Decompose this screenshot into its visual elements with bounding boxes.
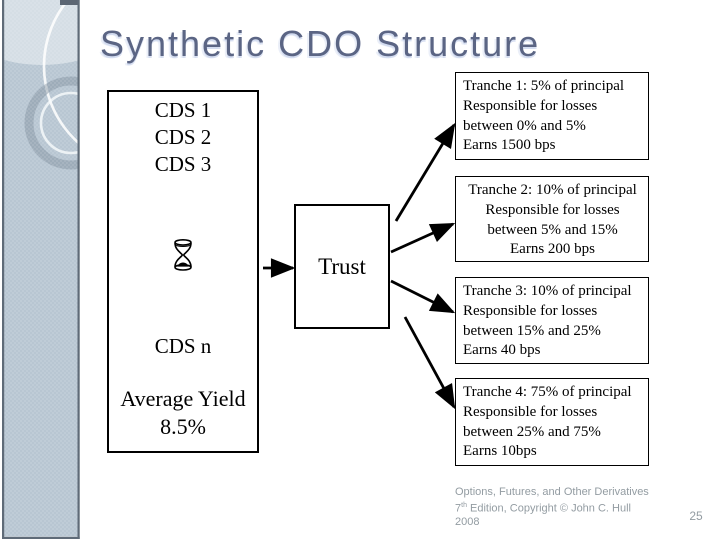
tranche-line: between 15% and 25% (463, 322, 601, 339)
slide-title: Synthetic CDO Structure (100, 23, 541, 64)
tranche-line: Responsible for losses (463, 97, 598, 114)
average-yield-value: 8.5% (160, 414, 206, 439)
tranche-line: Tranche 4: 75% of principal (463, 384, 632, 400)
tranche-4-box: Tranche 4: 75% of principal Responsible … (455, 378, 649, 466)
cds-item: CDS 1 (154, 98, 212, 122)
trust-box: Trust (294, 204, 390, 329)
sidebar-circles-graphic (2, 0, 80, 539)
tranche-line: Tranche 1: 5% of principal (463, 78, 625, 94)
footer-line-1: Options, Futures, and Other Derivatives (455, 486, 649, 498)
page-number: 25 (689, 509, 703, 523)
cds-item: CDS 2 (154, 125, 212, 149)
cds-portfolio-box: CDS 1 CDS 2 CDS 3 CDS n Average Yield 8.… (107, 90, 259, 453)
tranche-3-box: Tranche 3: 10% of principal Responsible … (455, 277, 649, 364)
tranche-line: Earns 40 bps (463, 342, 541, 359)
footer-line-2: 7th Edition, Copyright © John C. Hull (455, 502, 631, 516)
sidebar-decoration (0, 0, 80, 540)
tranche-line: between 25% and 75% (463, 423, 601, 440)
arrow-trust-to-tranche-3 (390, 279, 456, 314)
tranche-line: Earns 200 bps (510, 241, 595, 258)
arrow-trust-to-tranche-4 (403, 316, 456, 410)
cds-item-n: CDS n (154, 334, 212, 358)
cds-item: CDS 3 (154, 152, 212, 176)
trust-label: Trust (318, 253, 366, 279)
tranche-line: Tranche 2: 10% of principal (468, 182, 637, 198)
average-yield-label: Average Yield (120, 386, 246, 411)
arrow-trust-to-tranche-2 (390, 222, 456, 254)
tranche-line: Responsible for losses (463, 302, 598, 319)
tranche-line: Tranche 3: 10% of principal (463, 283, 632, 299)
hourglass-icon (109, 239, 257, 276)
footer-line-3: 2008 (455, 516, 480, 529)
tranche-line: Earns 10bps (463, 443, 537, 460)
tranche-1-box: Tranche 1: 5% of principal Responsible f… (455, 72, 649, 160)
tranche-line: between 5% and 15% (487, 221, 618, 238)
cds-list: CDS 1 CDS 2 CDS 3 (109, 97, 257, 178)
tranche-line: Earns 1500 bps (463, 137, 556, 154)
footer-attribution: Options, Futures, and Other Derivatives … (455, 486, 705, 530)
tranche-line: between 0% and 5% (463, 117, 586, 134)
average-yield: Average Yield 8.5% (109, 385, 257, 441)
tranche-line: Responsible for losses (463, 403, 598, 420)
tranche-2-box: Tranche 2: 10% of principal Responsible … (455, 176, 649, 262)
arrow-trust-to-tranche-1 (394, 122, 456, 222)
tranche-line: Responsible for losses (485, 201, 620, 218)
